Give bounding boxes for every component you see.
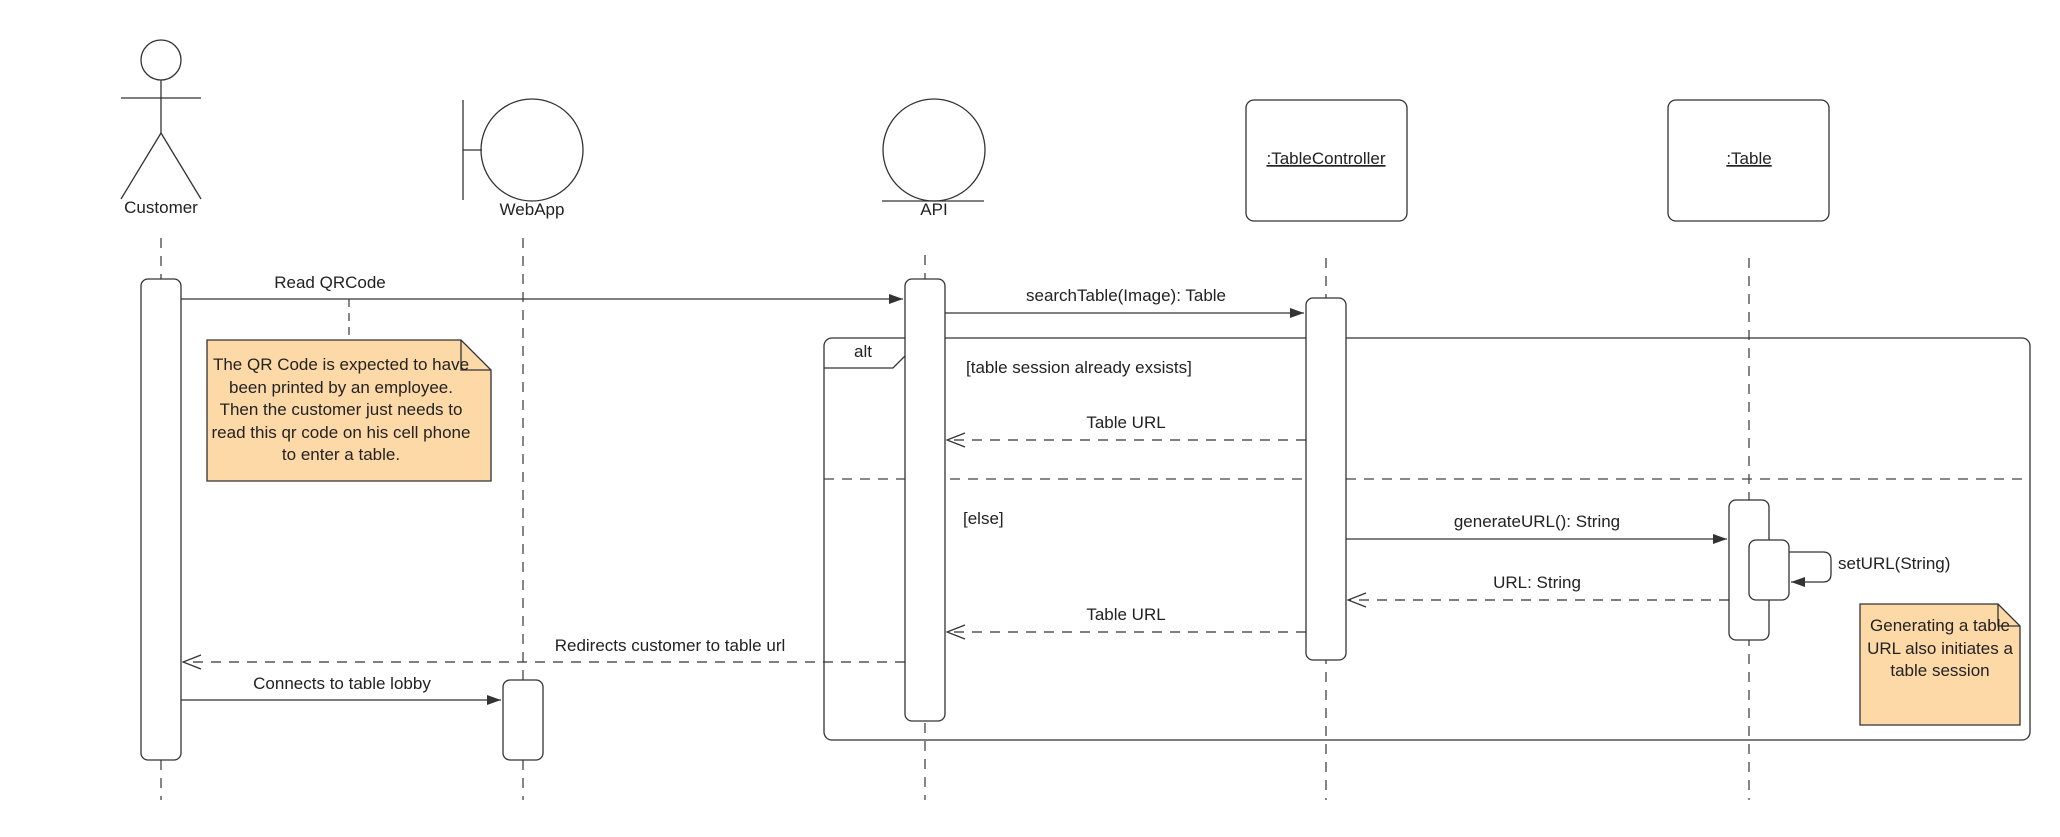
fragment-guard-2: [else] [963, 509, 1004, 528]
actor-icon [140, 39, 182, 81]
fragment-guard-1: [table session already exsists] [966, 358, 1192, 377]
message-connects-label: Connects to table lobby [253, 674, 431, 693]
participant-webapp [462, 98, 584, 202]
activation-table-nested [1748, 539, 1790, 601]
message-url-string-label: URL: String [1493, 573, 1581, 592]
fragment-operator: alt [854, 342, 872, 361]
participant-label-customer: Customer [124, 198, 198, 217]
participant-label-tablecontroller: :TableController [1266, 149, 1385, 168]
message-set-url-arrow [1789, 551, 1832, 587]
message-set-url-label: setURL(String) [1838, 554, 1950, 573]
participant-label-webapp: WebApp [500, 200, 565, 219]
note-qr-shape [206, 339, 492, 482]
activation-tablecontroller [1305, 297, 1347, 661]
activation-webapp [502, 679, 544, 761]
entity-icon [882, 98, 986, 202]
note-url-text: Generating a table URL also initiates a … [1867, 616, 2013, 681]
participant-tablecontroller [1245, 99, 1408, 222]
participant-label-api: API [920, 200, 947, 219]
note-qr-text: The QR Code is expected to have been pri… [211, 355, 471, 465]
messages [181, 294, 1832, 705]
note-url-shape [1859, 603, 2021, 726]
participant-customer [120, 39, 202, 200]
message-labels: Read QRCode searchTable(Image): Table Ta… [253, 273, 1950, 693]
activations [140, 278, 1790, 761]
participant-table [1667, 99, 1830, 222]
message-read-qrcode-label: Read QRCode [274, 273, 386, 292]
note-url-fold [1997, 604, 2020, 627]
note-qr-fold [460, 340, 491, 371]
message-table-url-1-label: Table URL [1086, 413, 1165, 432]
message-table-url-2-label: Table URL [1086, 605, 1165, 624]
participant-label-table: :Table [1726, 149, 1771, 168]
activation-customer [140, 278, 182, 761]
message-generate-url-label: generateURL(): String [1454, 512, 1620, 531]
message-search-table-label: searchTable(Image): Table [1026, 286, 1226, 305]
message-redirects-label: Redirects customer to table url [555, 636, 786, 655]
participant-api [882, 98, 986, 202]
activation-api [904, 278, 946, 722]
